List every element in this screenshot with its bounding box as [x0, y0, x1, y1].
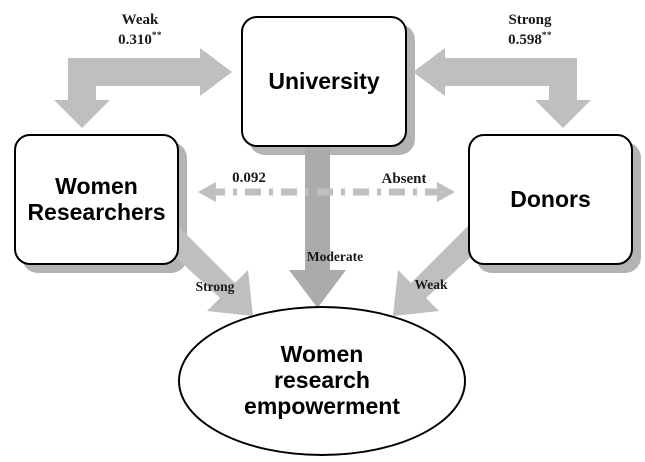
edge-strength-weak: Weak: [121, 12, 159, 28]
arrow-women-researchers-university: [54, 48, 232, 128]
edge-coefficient-0092: 0.092: [232, 170, 266, 186]
dash-arrowhead-right-icon: [437, 182, 455, 202]
coefficient-value: 0.310: [118, 32, 152, 49]
edge-strength-strong-bottom-left: Strong: [195, 279, 235, 294]
edge-strength-moderate: Moderate: [306, 249, 364, 264]
node-women-research-empowerment[interactable]: Women research empowerment: [178, 306, 466, 456]
edge-strength-weak-bottom-right: Weak: [414, 277, 448, 292]
node-women-researchers-label: Women Researchers: [27, 172, 166, 225]
edge-coefficient-0310: 0.310**: [80, 30, 200, 50]
arrow-women-researchers-donors: [198, 182, 455, 202]
edge-label-donors-university: Strong 0.598**: [470, 10, 590, 51]
node-outcome-label: Women research empowerment: [244, 341, 400, 419]
node-university[interactable]: University: [241, 16, 407, 147]
edge-strength-strong: Strong: [508, 12, 552, 28]
edge-label-women-researchers-university: Weak 0.310**: [80, 10, 200, 51]
dash-arrowhead-left-icon: [198, 182, 216, 202]
coefficient-value: 0.598: [508, 32, 542, 49]
arrow-donors-university: [413, 48, 591, 128]
arrow-university-outcome: [289, 146, 346, 308]
node-women-researchers[interactable]: Women Researchers: [14, 134, 179, 265]
node-university-label: University: [268, 67, 380, 94]
node-donors-label: Donors: [510, 185, 591, 212]
significance-marker: **: [151, 31, 162, 42]
node-donors[interactable]: Donors: [468, 134, 633, 265]
edge-coefficient-0598: 0.598**: [470, 30, 590, 50]
edge-strength-absent: Absent: [381, 171, 427, 187]
significance-marker: **: [541, 31, 552, 42]
